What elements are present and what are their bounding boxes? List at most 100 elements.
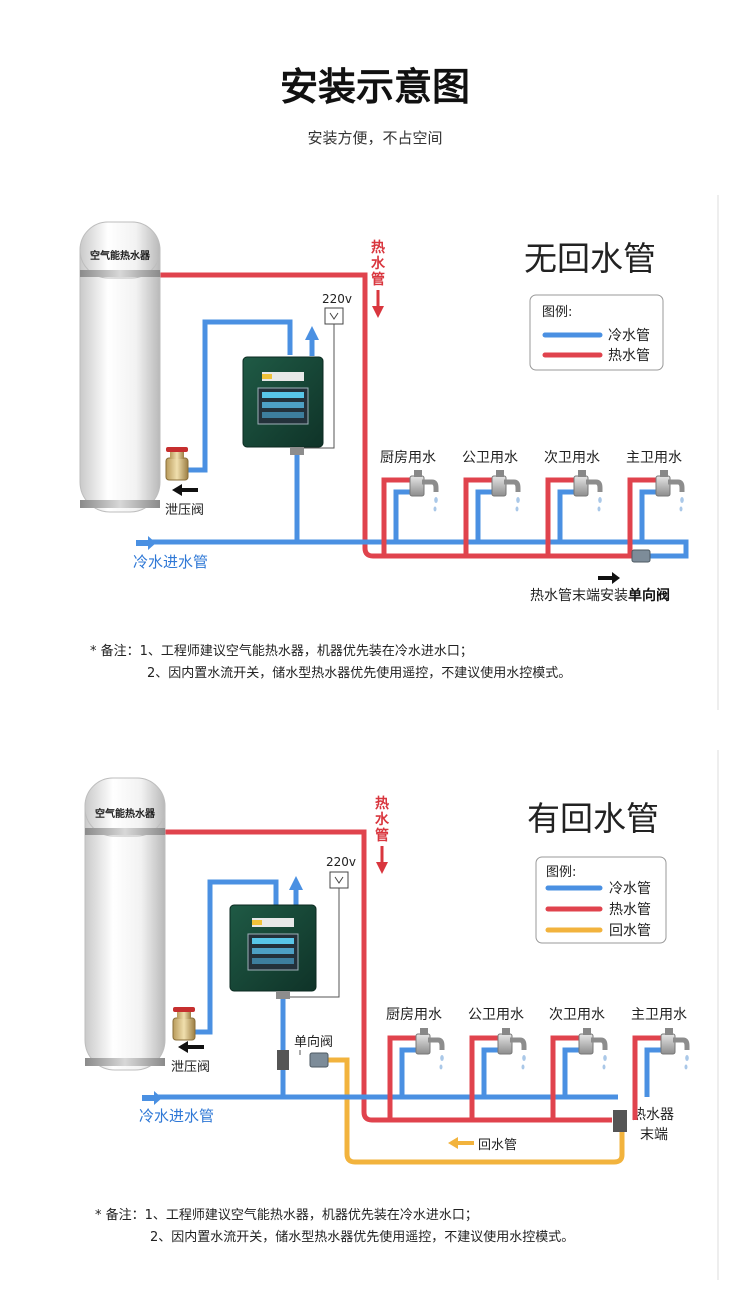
legend-title: 图例: (546, 865, 576, 880)
diagram2-title: 有回水管 (527, 799, 659, 838)
power-label: 220v (326, 855, 356, 869)
tap-hot-riser (381, 477, 410, 556)
end-arrow-icon (598, 572, 620, 584)
faucet-icon (415, 1028, 445, 1070)
end-label: 热水器 末端 (632, 1107, 678, 1143)
power-socket-icon (329, 871, 349, 889)
booster-outlet-arrow-icon (289, 876, 303, 890)
heater-end-fitting (613, 1110, 627, 1132)
faucet-icon (409, 470, 439, 512)
relief-valve-label: 泄压阀 (165, 503, 204, 518)
tap-group: 厨房用水 公卫用水 次卫用水 主卫用水 (380, 450, 685, 556)
hot-label-char: 水 (375, 811, 390, 828)
power-socket-symbol (329, 312, 339, 320)
tap-label: 厨房用水 (386, 1007, 442, 1023)
tap-label: 次卫用水 (544, 450, 600, 466)
faucet-icon (660, 1028, 690, 1070)
note-line: * 备注：1、工程师建议空气能热水器，机器优先装在冷水进水口； (95, 1207, 478, 1223)
diagram-no-return: 220v 空气能热水器 泄压阀 热 (79, 221, 689, 681)
diagram-with-return: 220v 空气能热水器 泄压阀 (84, 777, 690, 1245)
tap-hot-riser (387, 1035, 416, 1120)
page-subtitle: 安装方便，不占空间 (307, 129, 442, 147)
tap-hot-riser (463, 477, 492, 556)
tap-cold-riser (481, 1047, 498, 1097)
pressure-relief-valve-icon (172, 1007, 196, 1041)
tap-branch: 公卫用水 (462, 450, 521, 556)
cold-inlet-arrow-icon (136, 536, 156, 550)
end-note-prefix: 热水管末端安装 (530, 588, 628, 604)
end-note-bold: 单向阀 (628, 587, 670, 604)
legend-box: 图例: 冷水管 热水管 (529, 294, 664, 371)
faucet-icon (497, 1028, 527, 1070)
power-wire (290, 888, 340, 998)
hot-label-char: 水 (371, 255, 386, 272)
relief-arrow-icon (178, 1041, 204, 1053)
tap-label: 厨房用水 (380, 450, 436, 466)
hot-flow-arrowhead (372, 306, 384, 318)
note-line: * 备注：1、工程师建议空气能热水器，机器优先装在冷水进水口； (90, 643, 473, 659)
faucet-icon (491, 470, 521, 512)
legend-label: 回水管 (609, 923, 651, 939)
cold-to-tank-pipe (195, 879, 279, 1035)
legend-label: 热水管 (609, 902, 651, 918)
tap-hot-riser (550, 1035, 579, 1120)
legend-box: 图例: 冷水管 热水管 回水管 (535, 856, 667, 944)
faucet-icon (578, 1028, 608, 1070)
tap-branch: 厨房用水 (380, 450, 439, 556)
faucet-icon (655, 470, 685, 512)
end-label-line: 末端 (640, 1127, 668, 1143)
tap-branch: 次卫用水 (549, 1007, 608, 1120)
hot-pipe-label: 热 水 管 (371, 239, 390, 288)
tap-cold-riser (393, 489, 410, 542)
tap-hot-riser (632, 1035, 661, 1120)
tap-hot-riser (627, 477, 656, 556)
tap-label: 公卫用水 (468, 1007, 524, 1023)
tap-cold-riser (644, 1047, 661, 1097)
tap-label: 主卫用水 (631, 1007, 687, 1023)
page-title: 安装示意图 (280, 65, 470, 109)
check-valve-label: 单向阀 (294, 1034, 333, 1050)
tap-hot-riser (469, 1035, 498, 1120)
tap-hot-riser (545, 477, 574, 556)
relief-arrow-icon (172, 484, 198, 496)
return-tee-fitting (277, 1050, 289, 1070)
cold-to-tank-pipe (188, 319, 293, 473)
cold-inlet-label: 冷水进水管 (139, 1107, 214, 1125)
tap-branch: 厨房用水 (386, 1007, 445, 1120)
end-note: 热水管末端安装单向阀 (530, 587, 670, 604)
hot-label-char: 管 (371, 271, 385, 288)
power-wire (303, 324, 335, 449)
hot-label-char: 管 (375, 827, 389, 844)
cold-inlet-arrow-icon (142, 1091, 162, 1105)
return-pipe-label: 回水管 (478, 1138, 517, 1153)
hot-label-char: 热 (371, 239, 385, 256)
legend-label: 冷水管 (608, 328, 650, 344)
legend-label: 热水管 (608, 348, 650, 364)
return-pipe (310, 1057, 625, 1165)
check-valve-icon (631, 549, 651, 563)
air-energy-water-heater-tank (84, 777, 166, 1071)
tap-label: 公卫用水 (462, 450, 518, 466)
pressure-relief-valve-icon (165, 447, 189, 481)
note-line: 2、因内置水流开关，储水型热水器优先使用遥控，不建议使用水控模式。 (150, 1229, 574, 1245)
tap-label: 次卫用水 (549, 1007, 605, 1023)
faucet-icon (573, 470, 603, 512)
tap-branch: 主卫用水 (626, 450, 685, 556)
tap-cold-riser (475, 489, 492, 542)
booster-pump-controller (242, 356, 324, 455)
hot-pipe-label: 热 水 管 (375, 795, 394, 844)
power-label: 220v (322, 292, 352, 306)
legend-label: 冷水管 (609, 881, 651, 897)
booster-pump-controller (229, 904, 317, 999)
diagram1-title: 无回水管 (524, 239, 656, 278)
end-label-line: 热水器 (632, 1107, 674, 1123)
tank-label: 空气能热水器 (95, 807, 156, 820)
cold-inlet-pipe (150, 539, 689, 559)
tap-cold-riser (557, 489, 574, 542)
tank-label: 空气能热水器 (90, 249, 151, 262)
relief-valve-label: 泄压阀 (171, 1060, 210, 1075)
power-socket-icon (324, 307, 344, 325)
hot-flow-arrowhead (376, 862, 388, 874)
note-line: 2、因内置水流开关，储水型热水器优先使用遥控，不建议使用水控模式。 (147, 665, 571, 681)
